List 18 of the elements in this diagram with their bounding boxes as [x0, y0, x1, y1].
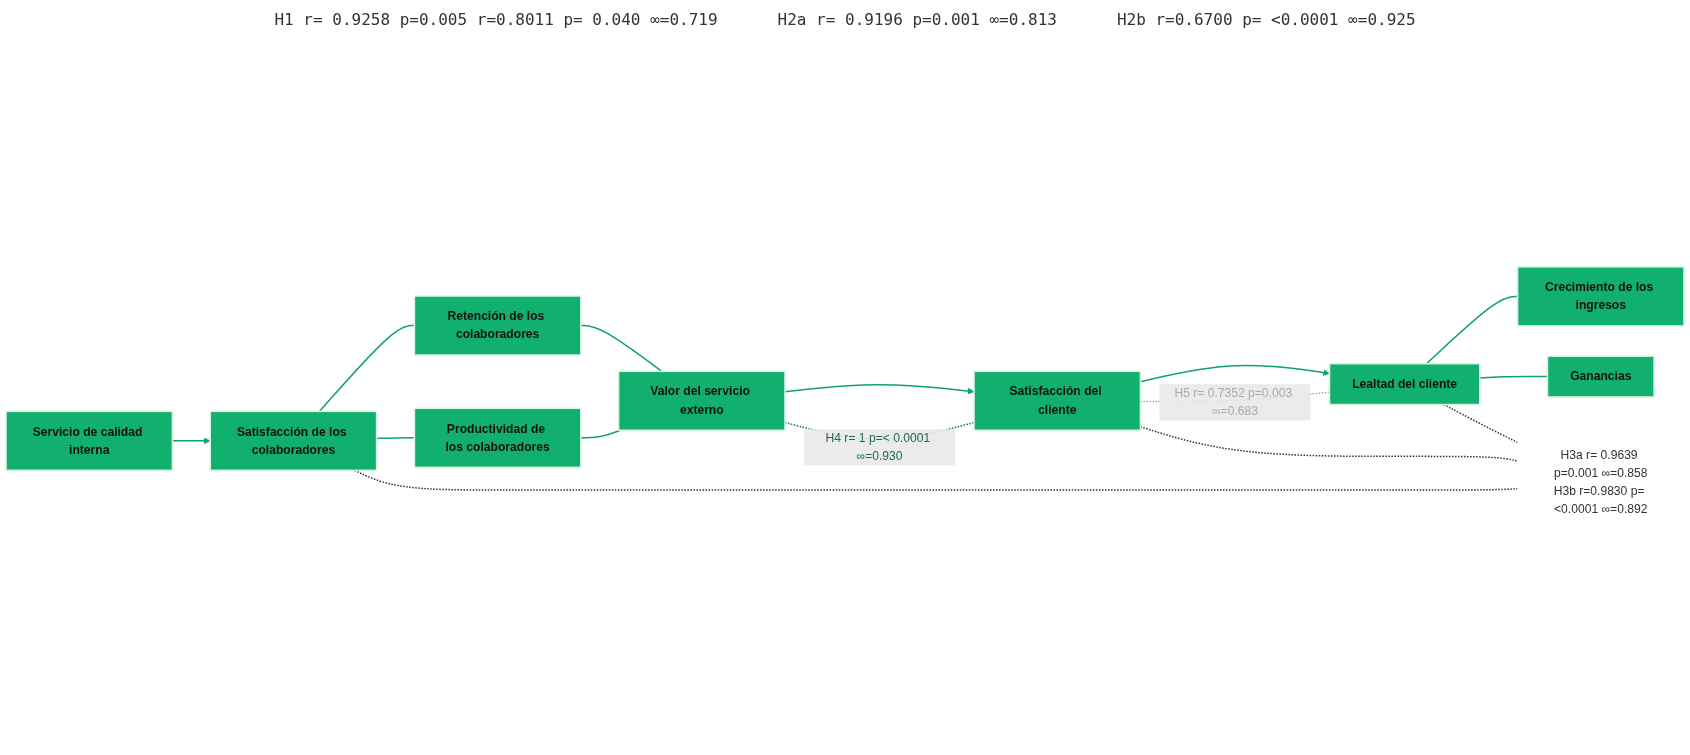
node-box: Productividad de los colaboradores	[413, 407, 582, 469]
arrow	[784, 384, 975, 395]
connector	[580, 324, 663, 373]
node-box: Lealtad del cliente	[1328, 362, 1481, 406]
node-box: Retención de los colaboradores	[413, 295, 582, 356]
hypothesis-stats: H1 r= 0.9258 p=0.005 r=0.8011 p= 0.040 ∞=0.719	[274, 10, 718, 31]
node-box: Ganancias	[1546, 355, 1655, 398]
connector	[580, 429, 622, 439]
node-text: H3a r= 0.9639 p=0.001 ∞=0.858 H3b r=0.9830 p= <0.0001 ∞=0.892	[1553, 448, 1648, 516]
hypothesis-stats: H2a r= 0.9196 p=0.001 ∞=0.813	[777, 10, 1057, 31]
edge-label: H5 r= 0.7352 p=0.003 ∞=0.683	[1174, 386, 1293, 418]
edge-label: H4 r= 1 p=< 0.0001 ∞=0.930	[825, 431, 931, 463]
node-box: Satisfacción del cliente	[973, 370, 1142, 431]
node-box: Servicio de calidad interna	[5, 410, 174, 472]
node-box: Satisfacción de los colaboradores	[209, 410, 378, 472]
node-box: Crecimiento de los ingresos	[1516, 266, 1685, 327]
node-box: Valor del servicio externo	[617, 370, 786, 431]
hypothesis-stats: H2b r=0.6700 p= <0.0001 ∞=0.925	[1116, 10, 1416, 31]
